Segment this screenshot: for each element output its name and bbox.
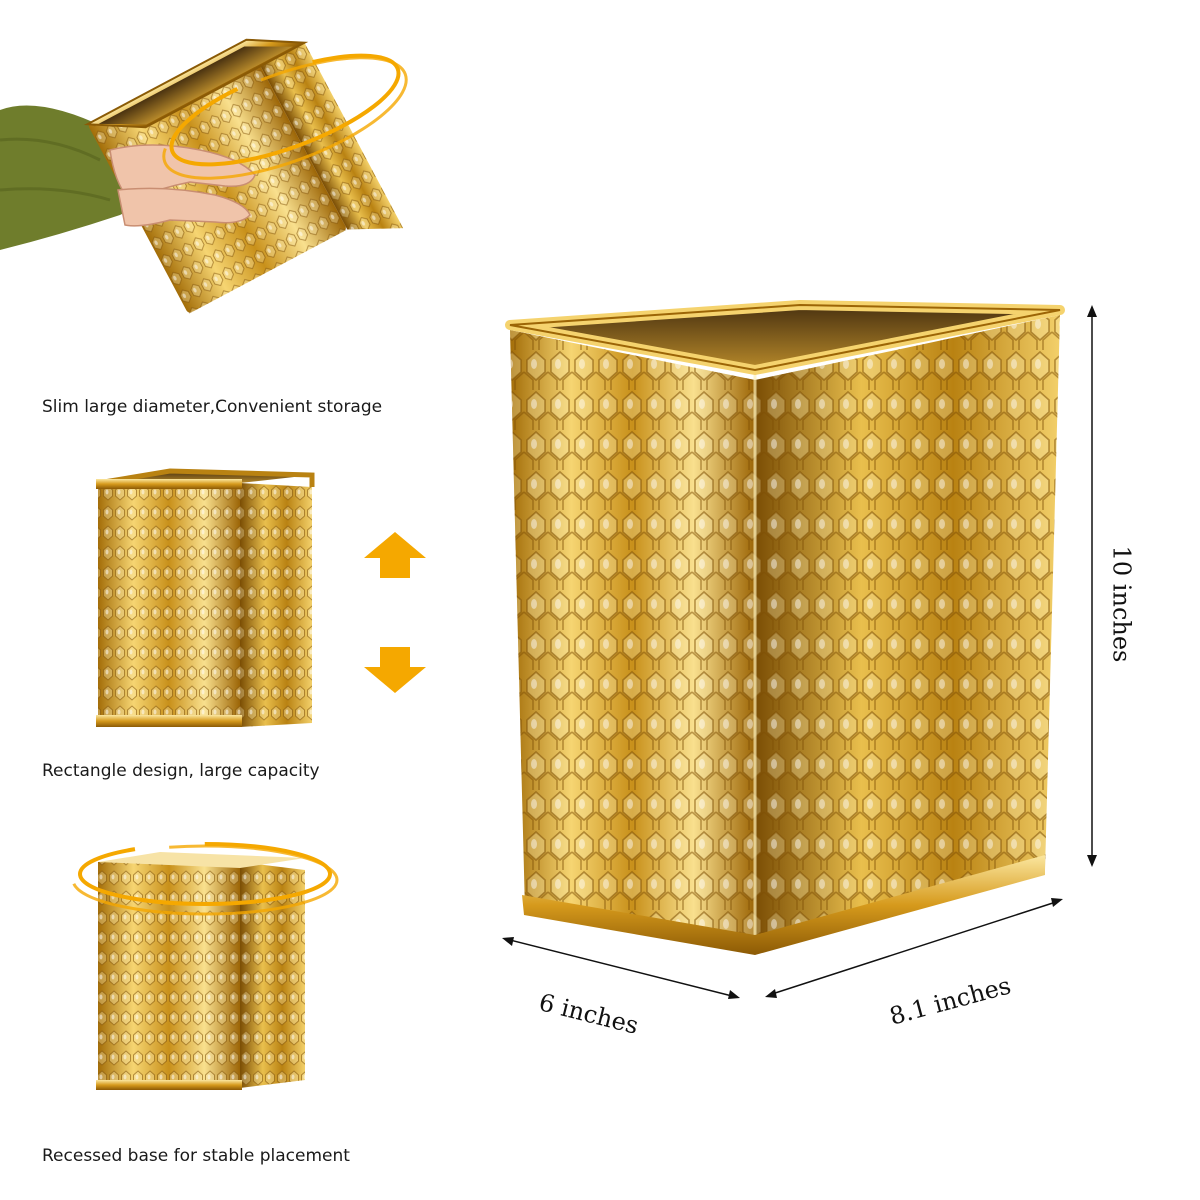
height-label: 10 inches	[1107, 545, 1136, 663]
hands	[109, 144, 256, 227]
width-dimension-line	[765, 898, 1063, 998]
caption-recessed-base: Recessed base for stable placement	[42, 1146, 350, 1166]
main-basket-photo	[500, 270, 1080, 960]
rotation-ring-icon	[78, 842, 332, 906]
recessed-base-photo	[60, 830, 350, 1100]
small-basket-photo	[90, 465, 320, 735]
arrow-up-icon	[364, 532, 426, 578]
rotating-basket-photo	[0, 0, 420, 330]
depth-dimension-line	[502, 937, 740, 999]
height-dimension-line	[1087, 305, 1097, 867]
arrow-down-icon	[364, 647, 426, 693]
caption-slim-storage: Slim large diameter,Convenient storage	[42, 397, 383, 417]
caption-rectangle-design: Rectangle design, large capacity	[42, 761, 320, 781]
rotation-arrow-icon	[169, 53, 401, 167]
